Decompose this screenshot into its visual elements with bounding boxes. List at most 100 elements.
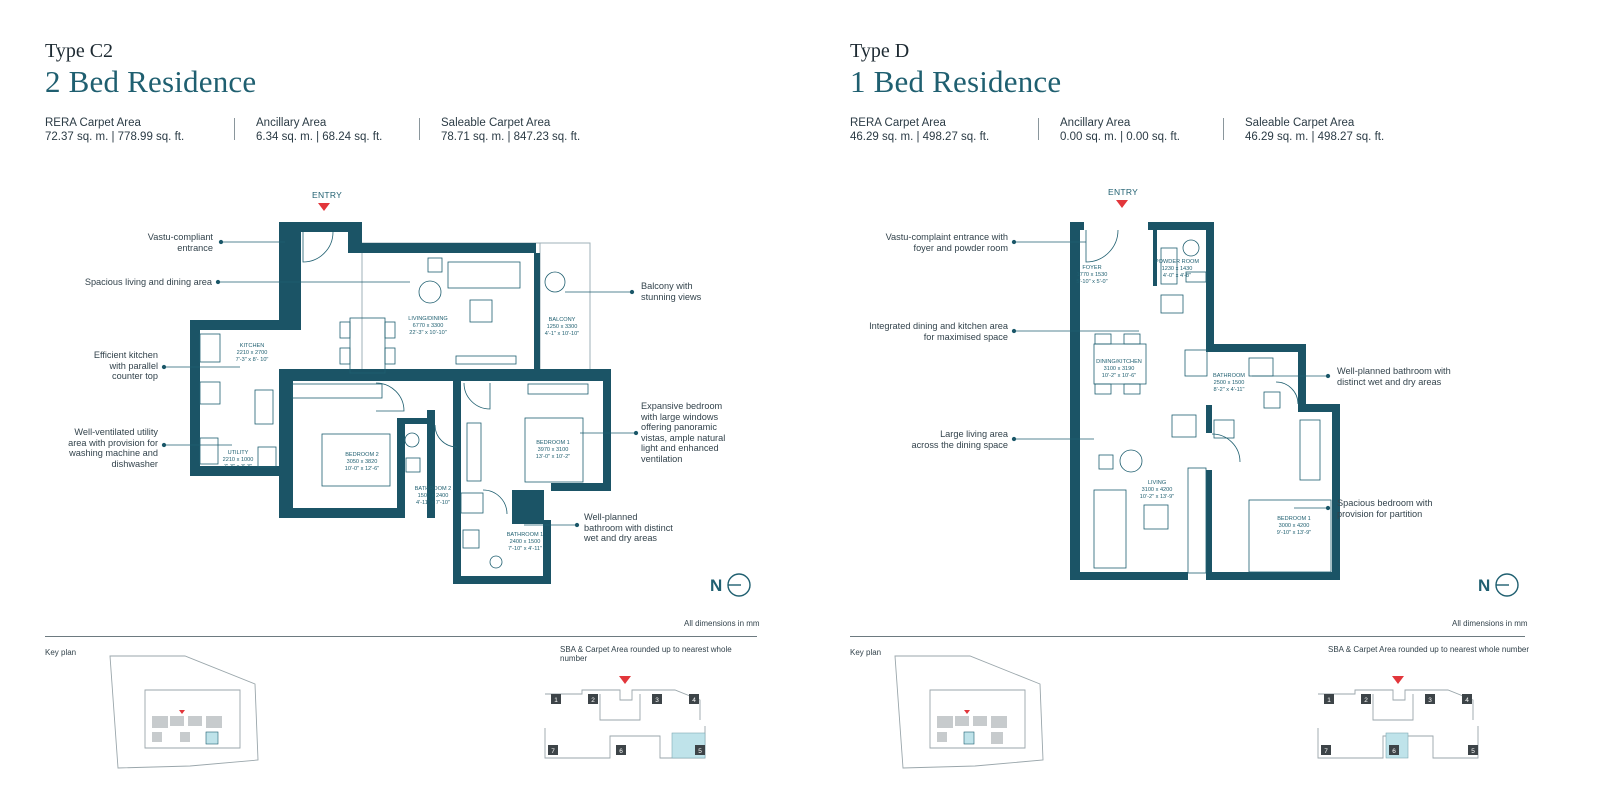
unit-type-label: Type D <box>850 40 910 62</box>
residence-title: 1 Bed Residence <box>850 64 1062 99</box>
floor-plan-c2: LIVING/DINING 6770 x 3300 22'-3" x 10'-1… <box>109 203 751 769</box>
room-foyer: FOYER <box>1082 265 1101 271</box>
room-bathroom: BATHROOM <box>1213 373 1245 379</box>
svg-text:2210 x 2700: 2210 x 2700 <box>237 350 268 356</box>
floor-plan-panel-type-c2: Type C2 2 Bed Residence RERA Carpet Area… <box>0 0 760 799</box>
svg-text:13'-0" x 10'-2": 13'-0" x 10'-2" <box>536 454 570 460</box>
svg-text:5: 5 <box>698 748 702 755</box>
svg-text:1500 x 2400: 1500 x 2400 <box>418 493 449 499</box>
key-entry-arrow-icon <box>1392 676 1404 684</box>
svg-text:2500 x 1500: 2500 x 1500 <box>1214 380 1245 386</box>
walls <box>1070 222 1340 580</box>
svg-text:2210 x 1000: 2210 x 1000 <box>223 457 254 463</box>
dimensions-note: All dimensions in mm <box>684 619 760 628</box>
room-bathroom-2: BATHROOM 2 <box>415 486 452 492</box>
svg-text:3050 x 3820: 3050 x 3820 <box>347 459 378 465</box>
entry-label: ENTRY <box>312 190 343 200</box>
svg-text:6: 6 <box>619 748 623 755</box>
divider <box>45 636 757 637</box>
svg-text:1770 x 1530: 1770 x 1530 <box>1077 272 1108 278</box>
key-plan-label: Key plan <box>45 648 77 657</box>
svg-text:4'-11" x 7'-10": 4'-11" x 7'-10" <box>416 500 450 506</box>
north-label: N <box>710 576 722 595</box>
svg-text:3100 x 4200: 3100 x 4200 <box>1142 487 1173 493</box>
svg-text:3000 x 4200: 3000 x 4200 <box>1279 523 1310 529</box>
room-powder: POWDER ROOM <box>1155 259 1199 265</box>
entry-arrow-icon <box>1116 200 1128 208</box>
divider <box>1223 118 1224 140</box>
room-kitchen: KITCHEN <box>240 343 265 349</box>
room-bedroom-2: BEDROOM 2 <box>345 452 379 458</box>
room-utility: UTILITY <box>228 450 249 456</box>
svg-text:8'-2" x 4'-11": 8'-2" x 4'-11" <box>1214 387 1245 393</box>
svg-text:6: 6 <box>1392 748 1396 755</box>
room-bathroom-1: BATHROOM 1 <box>507 532 544 538</box>
svg-text:1230 x 1430: 1230 x 1430 <box>1162 266 1193 272</box>
floor-plan-d: FOYER 1770 x 1530 5'-10" x 5'-0" POWDER … <box>894 200 1519 769</box>
key-plan-site <box>894 655 1044 769</box>
svg-text:7'-3" x 8'- 10": 7'-3" x 8'- 10" <box>236 357 269 363</box>
divider <box>1038 118 1039 140</box>
svg-text:2: 2 <box>591 697 595 704</box>
entry-label: ENTRY <box>1108 187 1139 197</box>
svg-text:10'-2" x 13'-9": 10'-2" x 13'-9" <box>1140 494 1174 500</box>
divider <box>234 118 235 140</box>
divider <box>419 118 420 140</box>
svg-text:6770 x 3300: 6770 x 3300 <box>413 323 444 329</box>
room-bedroom-1: BEDROOM 1 <box>1277 516 1311 522</box>
north-arrow-icon <box>1495 573 1519 597</box>
entry-arrow-icon <box>318 203 330 211</box>
svg-text:9'-10" x 13'-9": 9'-10" x 13'-9" <box>1277 530 1311 536</box>
unit-type-label: Type C2 <box>45 40 114 62</box>
svg-text:1: 1 <box>1327 697 1331 704</box>
sba-note: SBA & Carpet Area rounded up to nearest … <box>1328 645 1530 654</box>
dimensions-note: All dimensions in mm <box>1452 619 1528 628</box>
room-living: LIVING <box>1148 480 1166 486</box>
svg-text:7'-10" x 4'-11": 7'-10" x 4'-11" <box>508 546 542 552</box>
key-plan-label: Key plan <box>850 648 882 657</box>
north-arrow-icon <box>727 573 751 597</box>
svg-text:3: 3 <box>1428 697 1432 704</box>
svg-text:7: 7 <box>1324 748 1328 755</box>
svg-text:5: 5 <box>1471 748 1475 755</box>
key-plan-site <box>109 655 259 769</box>
room-dining-kitchen: DINING/KITCHEN <box>1096 359 1142 365</box>
svg-text:3100 x 3190: 3100 x 3190 <box>1104 366 1135 372</box>
svg-text:4'-0" x 4'-8": 4'-0" x 4'-8" <box>1163 273 1191 279</box>
svg-text:10'-2" x 10'-6": 10'-2" x 10'-6" <box>1102 373 1136 379</box>
svg-text:2: 2 <box>1364 697 1368 704</box>
svg-text:3: 3 <box>655 697 659 704</box>
svg-text:7: 7 <box>551 748 555 755</box>
svg-text:4: 4 <box>692 697 696 704</box>
svg-text:4'-1" x 10'-10": 4'-1" x 10'-10" <box>545 331 579 337</box>
residence-title: 2 Bed Residence <box>45 64 257 99</box>
svg-text:2400 x 1500: 2400 x 1500 <box>510 539 541 545</box>
svg-text:4: 4 <box>1465 697 1469 704</box>
north-label: N <box>1478 576 1490 595</box>
room-living-dining: LIVING/DINING <box>408 316 447 322</box>
sba-note: SBA & Carpet Area rounded up to nearest … <box>560 645 732 663</box>
callout-living: Spacious living and dining area <box>84 277 212 287</box>
divider <box>850 636 1525 637</box>
room-balcony: BALCONY <box>549 317 576 323</box>
svg-text:10'-0" x 12'-6": 10'-0" x 12'-6" <box>345 466 379 472</box>
svg-text:7'-3" x 3'-3": 7'-3" x 3'-3" <box>224 464 252 470</box>
svg-text:1: 1 <box>554 697 558 704</box>
svg-text:1250 x 3300: 1250 x 3300 <box>547 324 578 330</box>
key-entry-arrow-icon <box>619 676 631 684</box>
